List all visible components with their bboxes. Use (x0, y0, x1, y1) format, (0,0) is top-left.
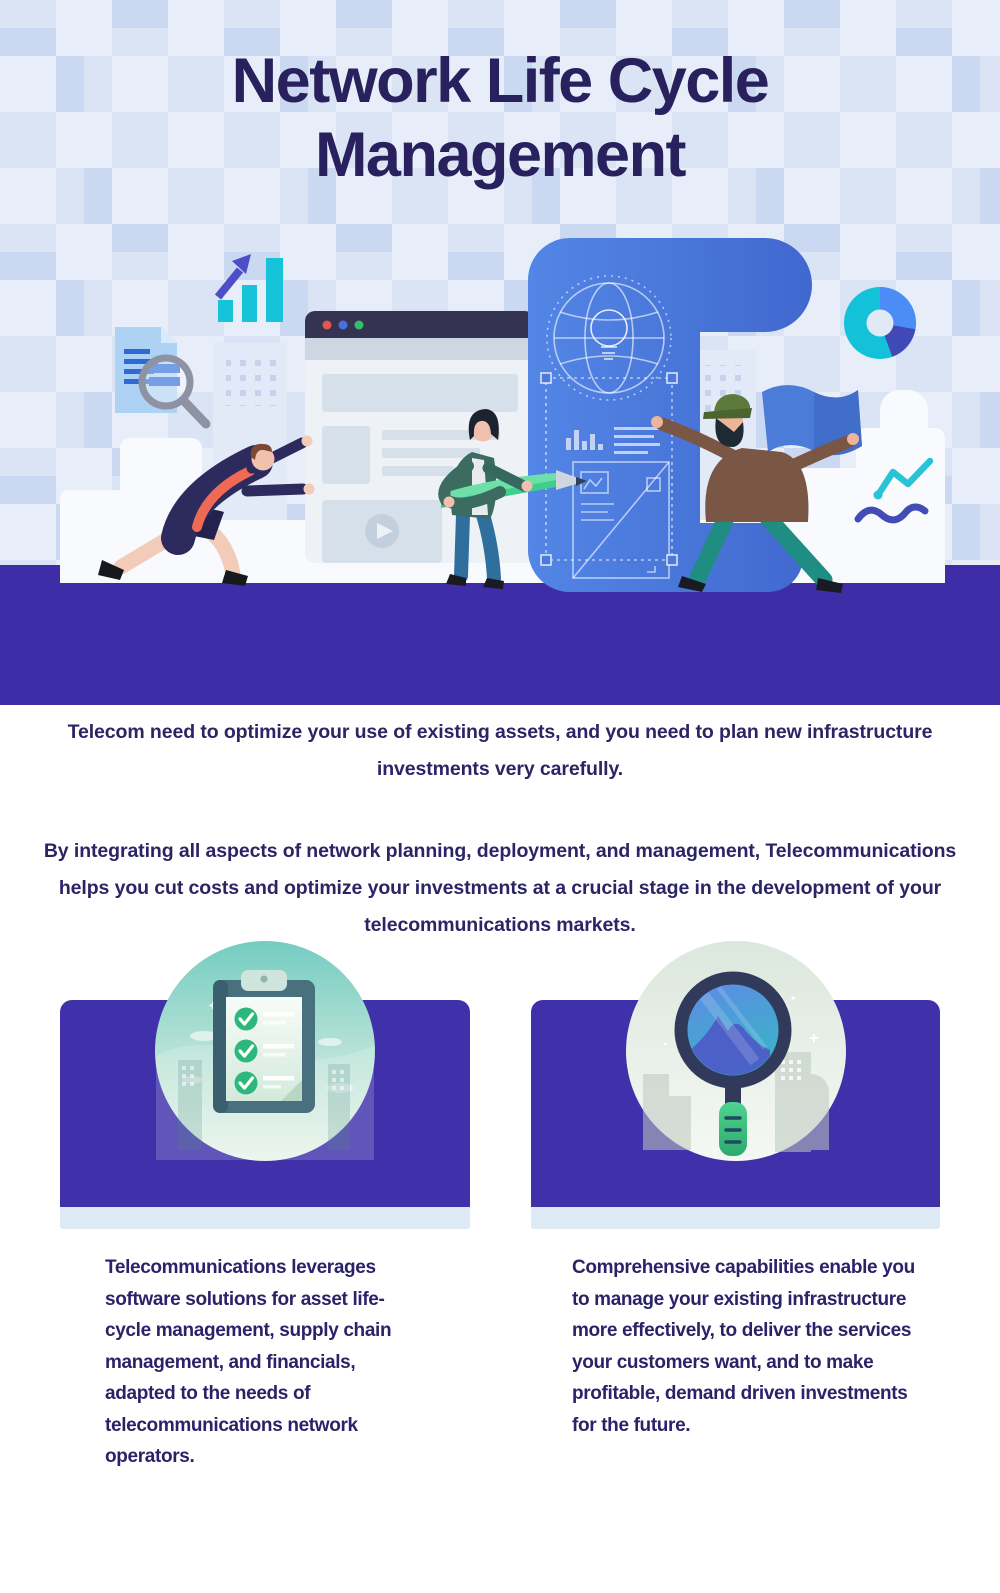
card-base-strip (60, 1207, 470, 1229)
trend-lines-icon (854, 457, 934, 524)
clipboard-checklist-icon (155, 941, 375, 1161)
card-asset-management (60, 941, 470, 1229)
donut-chart-icon (844, 287, 916, 359)
person-pushing (98, 435, 315, 586)
growth-chart-icon (214, 254, 283, 322)
title-line-1: Network Life Cycle (231, 46, 770, 116)
title-line-2: Management (314, 120, 687, 190)
person-with-pencil (438, 409, 587, 589)
intro-paragraph-2: By integrating all aspects of network pl… (43, 840, 957, 936)
intro-paragraph-1: Telecom need to optimize your use of exi… (67, 721, 933, 780)
person-with-flag (651, 385, 862, 593)
card-text-infrastructure: Comprehensive capabilities enable you to… (572, 1257, 915, 1436)
browser-window (305, 311, 535, 563)
card-infrastructure (531, 941, 940, 1229)
magnifier-analysis-icon (625, 941, 846, 1161)
blueprint-scroll (528, 238, 812, 592)
card-base-strip (531, 1207, 940, 1229)
document-search-icon (115, 327, 211, 429)
hero-illustration (0, 238, 1000, 705)
card-text-asset-management: Telecommunications leverages software so… (105, 1257, 392, 1467)
